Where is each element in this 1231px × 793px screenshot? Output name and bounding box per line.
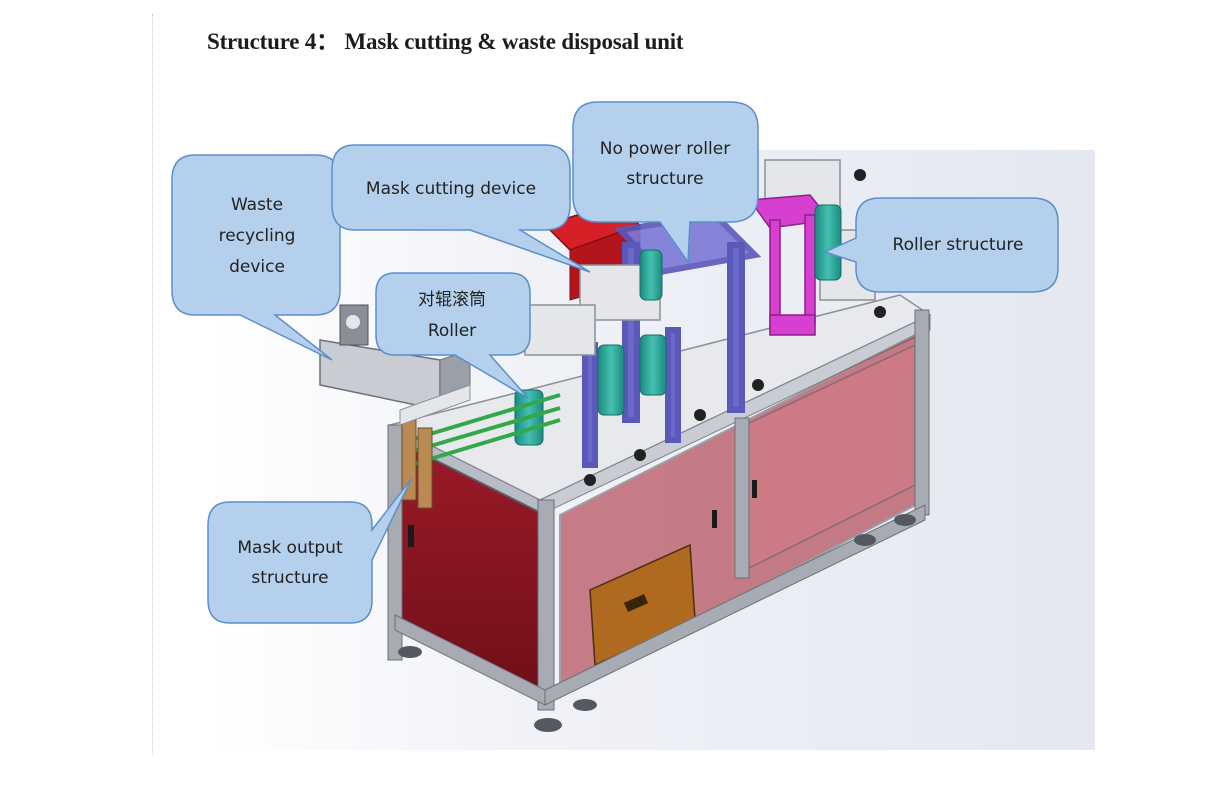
caster-2 (534, 718, 562, 732)
callout-waste-recycling: Waste recycling device (171, 154, 341, 361)
leg-front-left (387, 424, 403, 661)
leg-right (914, 309, 930, 516)
caster-5 (894, 514, 916, 526)
knobs (584, 169, 886, 486)
green-belts (409, 393, 561, 467)
callout-mask-output: Mask output structure (207, 477, 413, 624)
callout-mask-cutting-label: Mask cutting device (366, 179, 536, 199)
rail-bottom-left (394, 614, 546, 706)
magenta-roller-assembly (748, 194, 832, 336)
callout-waste-line3: device (229, 257, 285, 277)
page-title: Structure 4： Mask cutting & waste dispos… (207, 29, 684, 54)
leg-front-mid (537, 499, 555, 711)
control-box-display (623, 593, 649, 613)
margin-divider (152, 14, 153, 754)
caster-4 (854, 534, 876, 546)
output-plate (399, 384, 471, 426)
callout-mask-cutting: Mask cutting device (331, 144, 591, 273)
mask-output-rollers (401, 419, 433, 509)
caster-3 (573, 699, 597, 711)
callout-no-power-roller: No power roller structure (572, 101, 759, 265)
caster-1 (398, 646, 422, 658)
callout-roller-structure-label: Roller structure (893, 235, 1024, 255)
callout-roller-cn-line1: 对辊滚筒 (418, 290, 486, 310)
callout-waste-line1: Waste (231, 195, 283, 215)
callout-mask-output-line2: structure (251, 568, 328, 588)
door-handle-2 (712, 510, 717, 528)
leg-mid (734, 417, 750, 579)
callout-roller-structure: Roller structure (822, 197, 1059, 293)
door-handle-3 (752, 480, 757, 498)
door-handle-1 (408, 525, 414, 547)
callout-no-power-line2: structure (626, 169, 703, 189)
callout-waste-line2: recycling (219, 226, 296, 246)
callout-roller-cn-line2: Roller (428, 321, 476, 341)
callout-mask-output-line1: Mask output (237, 538, 343, 558)
callout-roller-cn: 对辊滚筒 Roller (375, 272, 531, 399)
callout-no-power-line1: No power roller (600, 139, 730, 159)
